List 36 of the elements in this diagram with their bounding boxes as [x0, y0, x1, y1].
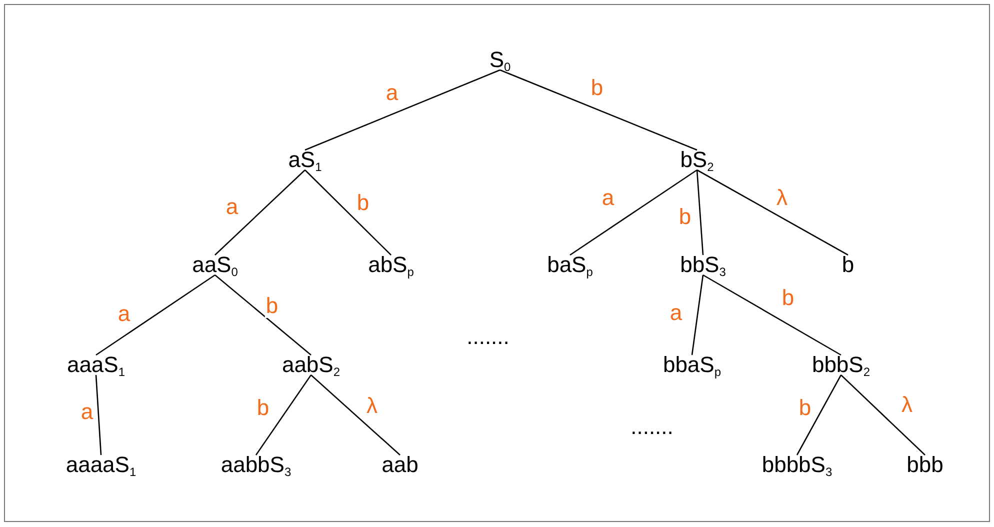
edge-label: b [264, 294, 280, 318]
ellipsis-text: ....... [466, 325, 510, 349]
tree-node-label: baS$_{p}$ [547, 253, 593, 277]
tree-node-label: aS$_{1}$ [288, 148, 322, 172]
tree-node-label: bbbbS$_{3}$ [762, 453, 832, 477]
tree-node-label: aab [382, 453, 418, 477]
ellipsis-text: ....... [630, 415, 674, 439]
tree-node-label: bbbS$_{2}$ [812, 353, 870, 377]
tree-branch-line [304, 69, 500, 151]
tree-node-label: b [842, 253, 854, 277]
tree-branch-line [304, 170, 392, 256]
tree-branch-line [796, 374, 842, 456]
tree-branch-line [702, 274, 842, 356]
tree-node-label: aabbS$_{3}$ [220, 453, 292, 477]
tree-node-label: aaaaS$_{1}$ [66, 453, 136, 477]
tree-node-label: abS$_{p}$ [368, 253, 414, 277]
tree-branch-line [214, 170, 306, 256]
tree-branch-line [95, 374, 102, 456]
tree-node-label: S$_{0}$ [489, 48, 511, 72]
tree-branch-line [310, 374, 400, 456]
tree-branch-line [840, 374, 926, 456]
tree-branch-line [96, 274, 216, 356]
tree-branch-line [570, 169, 698, 256]
tree-node-label: aaS$_{0}$ [192, 253, 238, 277]
tree-branch-line [696, 170, 704, 256]
tree-node-label: bbS$_{3}$ [680, 253, 726, 277]
tree-node-label: bbaS$_{p}$ [662, 353, 722, 377]
tree-node-label: aabS$_{2}$ [282, 353, 340, 377]
tree-branch-line [691, 274, 704, 356]
tree-branch-line [500, 69, 698, 151]
tree-branch-line [255, 374, 312, 456]
tree-node-label: bbb [906, 453, 944, 477]
tree-branch-line [696, 169, 848, 256]
tree-node-label: bS$_{2}$ [680, 148, 714, 172]
tree-node-label: aaaS$_{1}$ [66, 353, 126, 377]
tree-branch-line [214, 274, 312, 356]
